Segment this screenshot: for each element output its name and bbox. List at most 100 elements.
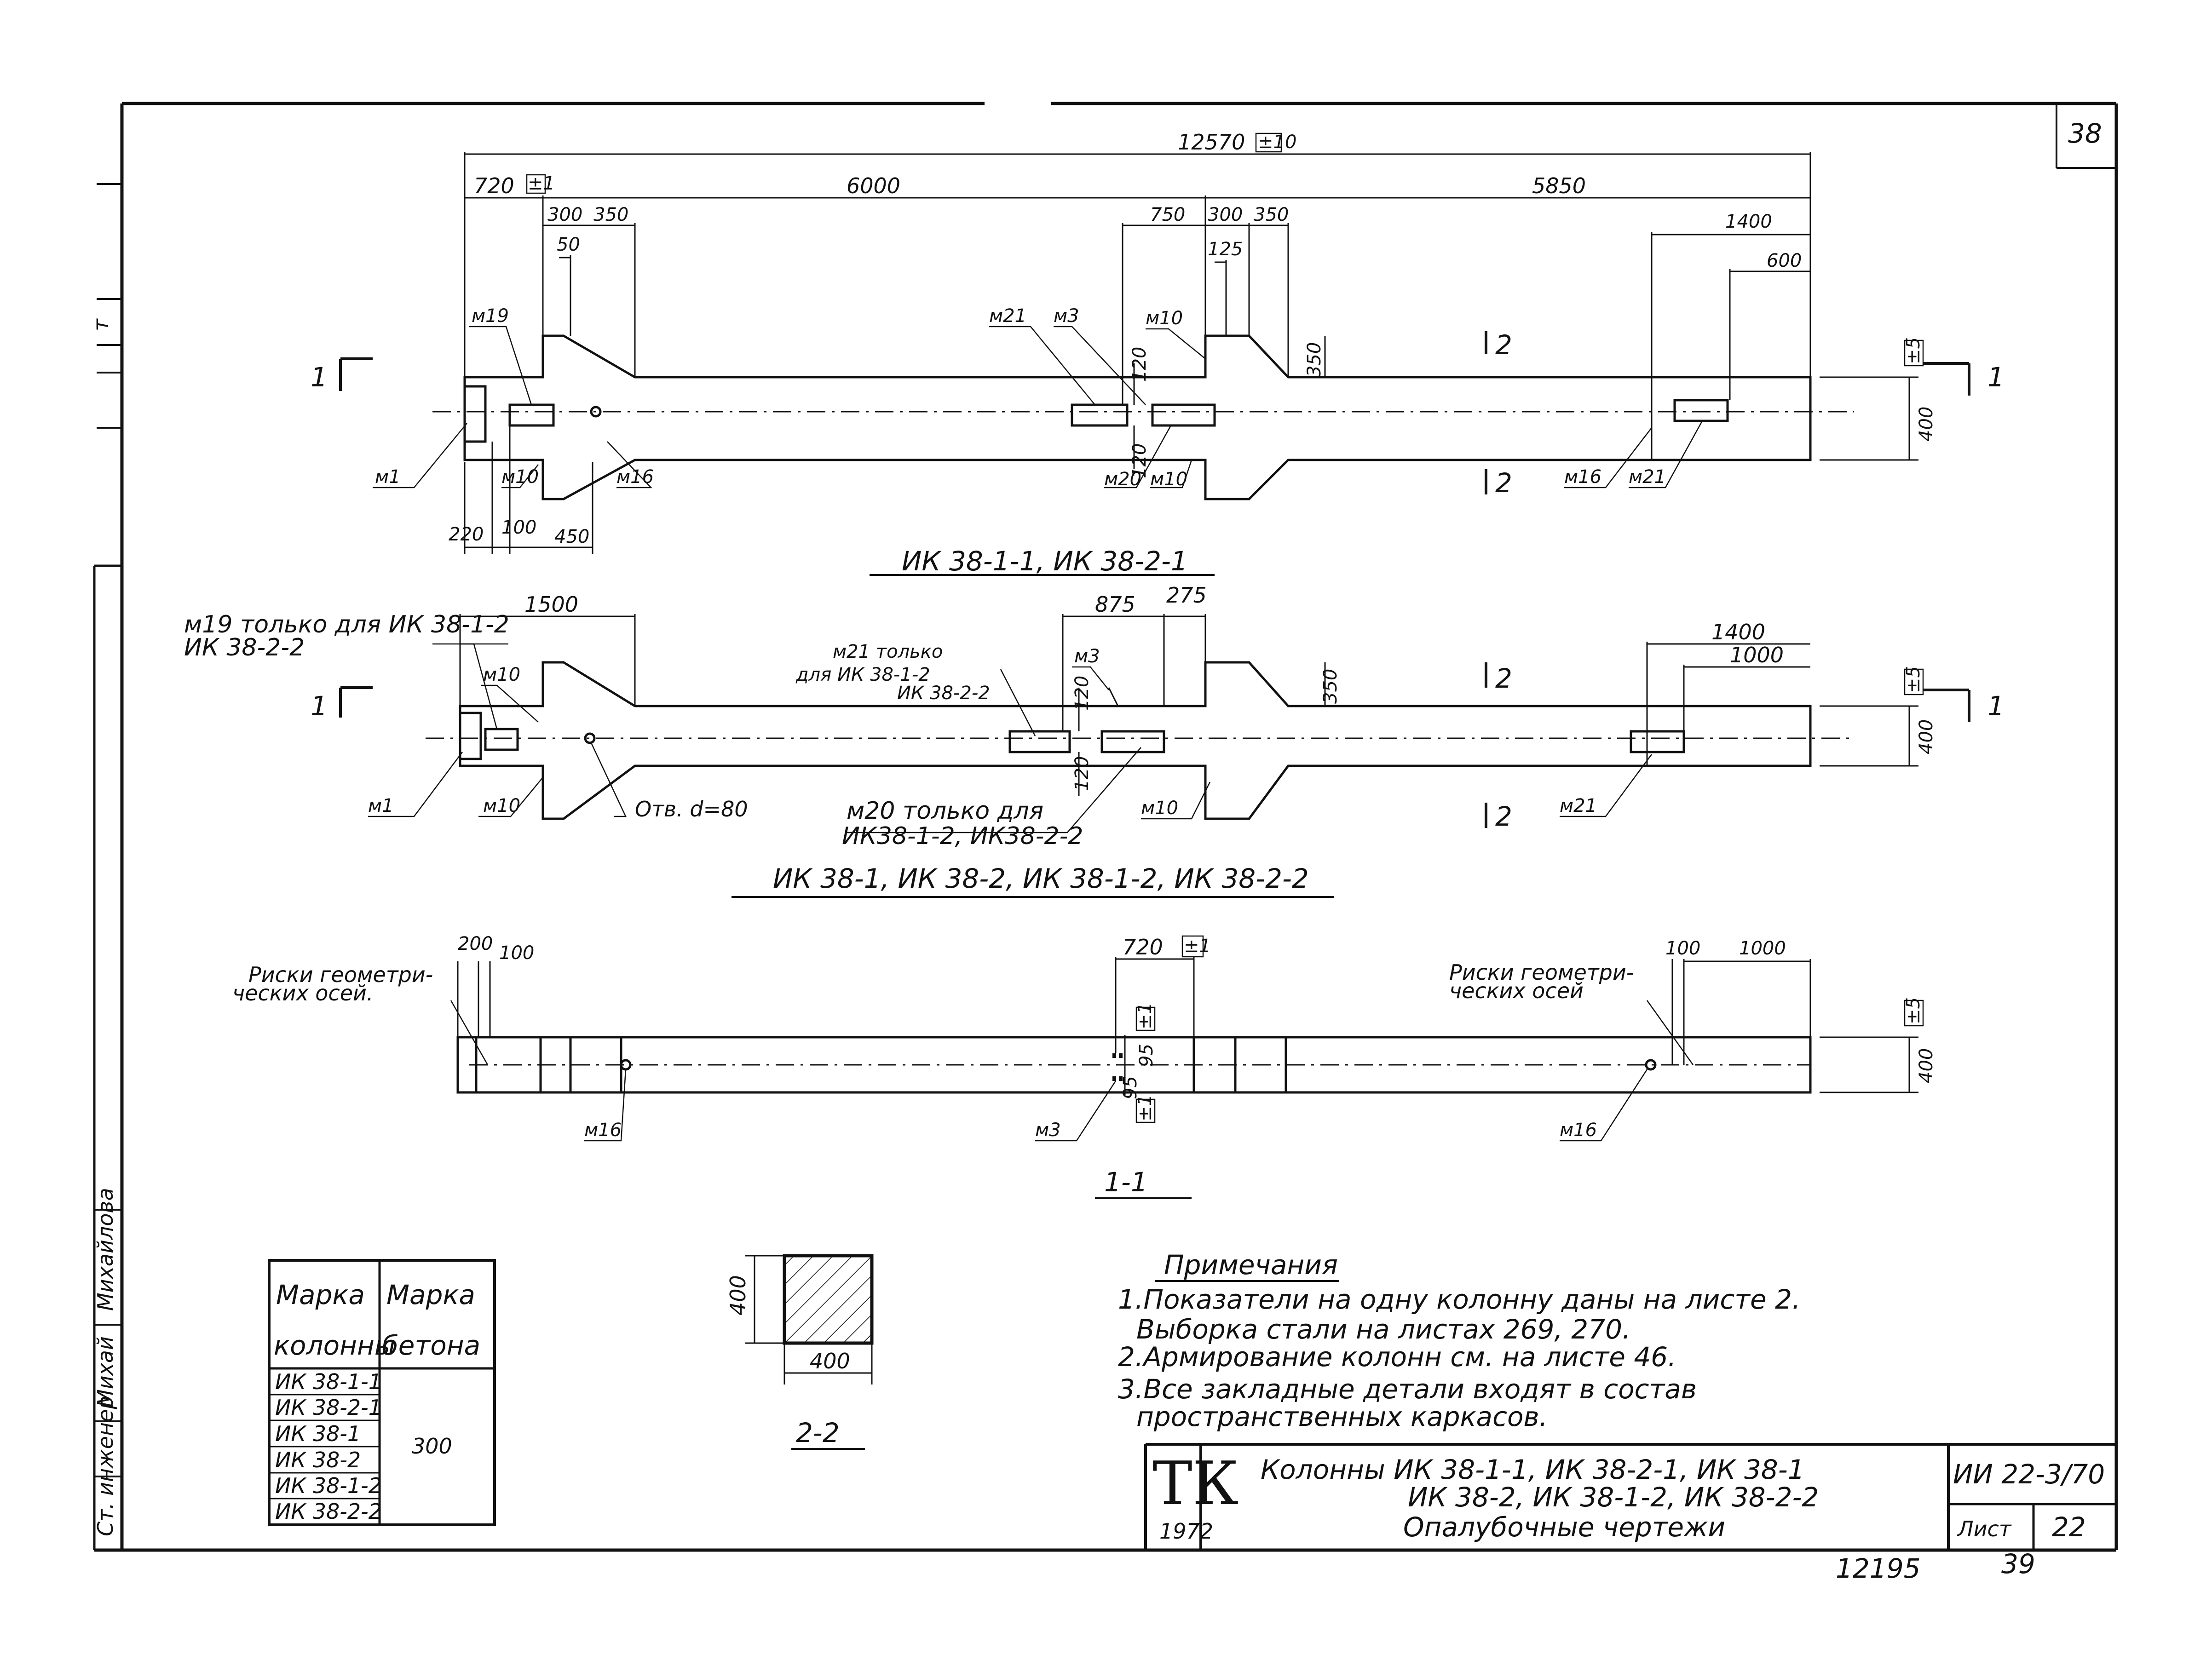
mid-m21-note-2: для ИК 38-1-2: [795, 664, 930, 685]
bottom-view-caption: 1-1: [1104, 1166, 1148, 1198]
top-tol5: ±5: [1903, 337, 1924, 364]
tbl-concrete-value: 300: [412, 1434, 452, 1459]
top-350h: 350: [1304, 342, 1325, 377]
mid-plate-m21a: [1008, 730, 1071, 753]
middle-view-caption: ИК 38-1, ИК 38-2, ИК 38-1-2, ИК 38-2-2: [773, 863, 1309, 894]
mid-section-2-bottom: 2: [1495, 801, 1512, 832]
top-220: 220: [449, 524, 484, 545]
title-line-1: Колонны ИК 38-1-1, ИК 38-2-1, ИК 38-1: [1261, 1454, 1805, 1485]
bot-tol1b: ±1: [1135, 1094, 1156, 1121]
mid-m21-note-1: м21 только: [833, 641, 943, 662]
mid-section-1-right: 1: [1987, 690, 2005, 722]
top-5850: 5850: [1532, 173, 1586, 198]
tbl-row-3: ИК 38-1: [275, 1421, 361, 1446]
tbl-row-2: ИК 38-2-1: [275, 1395, 382, 1420]
top-plate-m20: [1151, 403, 1216, 427]
bot-100a: 100: [499, 942, 534, 964]
top-350b: 350: [1254, 204, 1289, 225]
tbl-header-2-line2: бетона: [382, 1330, 480, 1361]
mid-275: 275: [1166, 583, 1207, 608]
top-450: 450: [554, 526, 589, 547]
top-plate-m19: [508, 403, 555, 427]
mid-label-m10c: м10: [1141, 798, 1178, 819]
notes-line-5: пространственных каркасов.: [1136, 1401, 1548, 1432]
tk-year: 1972: [1159, 1519, 1213, 1544]
top-section-2-top: 2: [1495, 329, 1512, 361]
top-section-1-left: 1: [311, 362, 328, 393]
mid-hole: [584, 732, 596, 744]
section-2-2-hatch: [783, 1254, 874, 1345]
top-750: 750: [1150, 204, 1185, 225]
tbl-row-1: ИК 38-1-1: [275, 1369, 382, 1394]
notes-heading: Примечания: [1164, 1249, 1338, 1281]
stamp-role: Ст. инженер: [93, 1396, 118, 1536]
mid-plate-m21b: [1630, 730, 1685, 753]
notes-line-4: 3.Все закладные детали входят в состав: [1118, 1373, 1697, 1405]
stamp-mark: т: [88, 318, 113, 331]
top-label-m3: м3: [1054, 305, 1079, 327]
top-plate-m21b: [1673, 399, 1729, 422]
notes-line-2: Выборка стали на листах 269, 270.: [1136, 1314, 1630, 1345]
top-hole: [590, 406, 602, 418]
tbl-header-2-line1: Марка: [386, 1279, 475, 1310]
mid-875: 875: [1095, 592, 1135, 617]
bot-400: 400: [1916, 1048, 1937, 1083]
mid-1500: 1500: [524, 592, 578, 617]
sheet-label: Лист: [1957, 1517, 2012, 1541]
sheet-value: 22: [2052, 1511, 2086, 1543]
sec22-caption: 2-2: [796, 1417, 840, 1448]
footer-right: 39: [2001, 1548, 2035, 1580]
bot-risks-left-2: ческих осей.: [232, 981, 374, 1005]
mid-m20-note-1: м20 только для: [847, 797, 1043, 825]
mid-label-m3: м3: [1074, 646, 1100, 667]
mid-label-m10a: м10: [483, 664, 520, 685]
title-line-2: ИК 38-2, ИК 38-1-2, ИК 38-2-2: [1408, 1482, 1819, 1513]
mid-1400: 1400: [1711, 620, 1765, 644]
series-code: ИИ 22-3/70: [1953, 1459, 2105, 1490]
top-50: 50: [557, 234, 580, 255]
top-label-m10c: м10: [1150, 469, 1187, 490]
mid-plate-m20: [1100, 730, 1165, 753]
mid-m20-note-2: ИК38-1-2, ИК38-2-2: [842, 822, 1083, 850]
bot-label-m16a: м16: [584, 1120, 622, 1141]
bot-200: 200: [458, 933, 493, 954]
mid-plate-m19: [484, 728, 519, 751]
tbl-row-4: ИК 38-2: [275, 1448, 361, 1472]
top-plate-m21a: [1071, 403, 1129, 427]
mid-plate-m1: [459, 712, 482, 760]
top-section-2-bottom: 2: [1495, 467, 1512, 499]
notes: Примечания 1.Показатели на одну колонну …: [1118, 1249, 1801, 1432]
mid-m19-note-2: ИК 38-2-2: [184, 634, 305, 661]
bot-95b: 95: [1120, 1076, 1141, 1099]
top-720-tol: ±1: [528, 173, 555, 194]
title-line-3: Опалубочные чертежи: [1403, 1511, 1725, 1543]
mid-1000: 1000: [1730, 643, 1784, 667]
mid-section-2-top: 2: [1495, 663, 1512, 694]
top-overall-tol: ±10: [1258, 132, 1296, 153]
bot-1000: 1000: [1739, 938, 1786, 959]
top-label-m16a: м16: [616, 466, 654, 488]
top-120a: 120: [1129, 347, 1150, 382]
top-label-m16b: м16: [1564, 466, 1601, 488]
top-view-caption: ИК 38-1-1, ИК 38-2-1: [902, 546, 1188, 577]
mid-label-m21: м21: [1560, 795, 1597, 816]
mid-label-hole: Отв. d=80: [635, 797, 748, 822]
middle-column-outline: [459, 661, 1812, 820]
mid-section-1-left: 1: [311, 690, 328, 722]
section-2-2: 400 400 2-2: [726, 1254, 874, 1450]
top-300a: 300: [547, 204, 582, 225]
footer-left: 12195: [1836, 1553, 1921, 1584]
top-1400: 1400: [1725, 211, 1772, 232]
mid-tol5: ±5: [1903, 666, 1924, 693]
bot-label-m3: м3: [1035, 1120, 1061, 1141]
bot-risks-right-1: Риски геометри-: [1449, 960, 1634, 985]
notes-line-3: 2.Армирование колонн см. на листе 46.: [1118, 1341, 1676, 1373]
bot-risks-left-1: Риски геометри-: [248, 962, 433, 987]
title-block: ТК 1972 Колонны ИК 38-1-1, ИК 38-2-1, ИК…: [1144, 1443, 2116, 1550]
mid-label-m1: м1: [368, 795, 394, 816]
top-600: 600: [1767, 250, 1802, 271]
mid-120b: 120: [1071, 756, 1093, 791]
top-section-1-right: 1: [1987, 362, 2005, 393]
bot-tol5: ±5: [1903, 997, 1924, 1024]
mid-120a: 120: [1071, 676, 1093, 711]
